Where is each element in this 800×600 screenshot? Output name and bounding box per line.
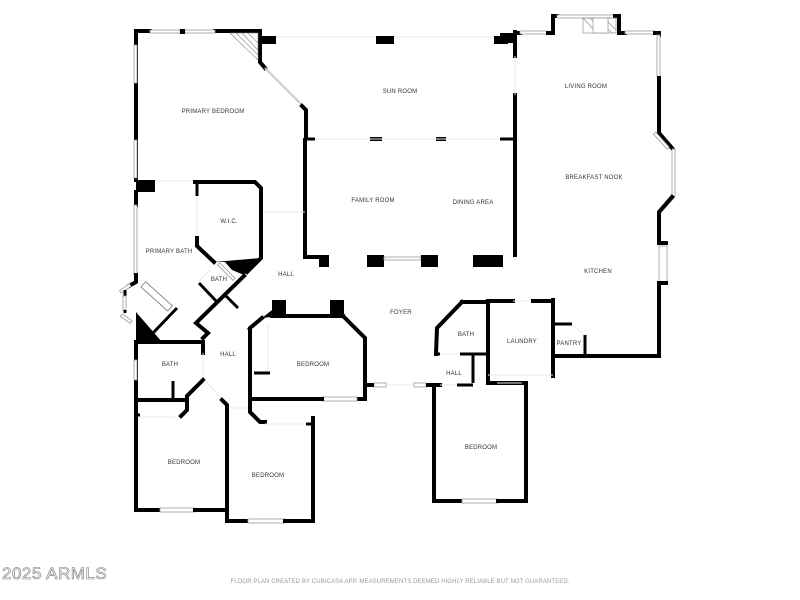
room-label-primary-bath: PRIMARY BATH (145, 249, 193, 255)
room-label-sun-room: SUN ROOM (382, 89, 418, 95)
room-label-hall-3: HALL (446, 371, 462, 377)
copyright-watermark: 2025 ARMLS (2, 564, 108, 584)
room-label-hall-2: HALL (220, 352, 236, 358)
room-label-dining-area: DINING AREA (452, 200, 494, 206)
room-label-family-room: FAMILY ROOM (351, 198, 395, 204)
floor-plan-disclaimer: FLOOR PLAN CREATED BY CUBICASA APP. MEAS… (230, 579, 570, 585)
room-label-bath-2: BATH (457, 332, 475, 338)
room-label-bedroom-3: BEDROOM (167, 460, 201, 466)
room-label-bedroom-1: BEDROOM (296, 362, 330, 368)
room-label-bedroom-2: BEDROOM (464, 445, 498, 451)
room-label-kitchen: KITCHEN (584, 269, 612, 275)
room-label-laundry: LAUNDRY (507, 339, 537, 345)
room-label-hall-1: HALL (278, 272, 294, 278)
room-label-bedroom-4: BEDROOM (251, 473, 285, 479)
room-label-foyer: FOYER (390, 310, 412, 316)
room-label-primary-bedroom: PRIMARY BEDROOM (181, 109, 245, 115)
room-label-bath-3: BATH (161, 362, 179, 368)
room-label-bath-1: BATH (210, 277, 228, 283)
room-label-pantry: PANTRY (556, 341, 582, 347)
room-label-wic: W.I.C. (220, 219, 238, 225)
room-label-living-room: LIVING ROOM (564, 84, 608, 90)
room-label-breakfast-nook: BREAKFAST NOOK (565, 175, 623, 181)
